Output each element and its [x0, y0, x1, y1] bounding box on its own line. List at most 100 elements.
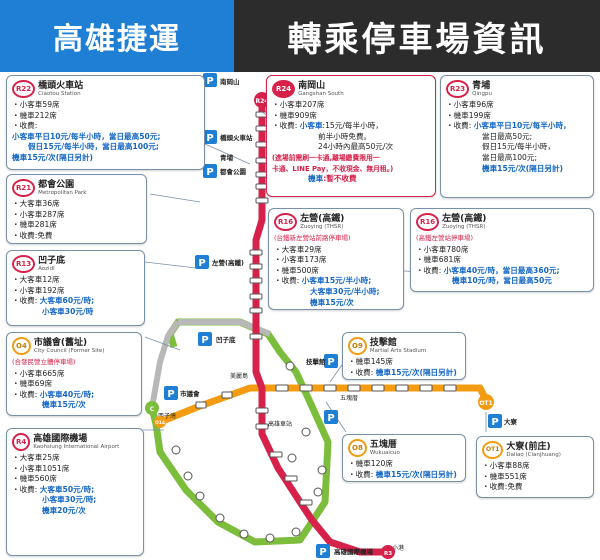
station-name-en: Gangshan South: [298, 91, 344, 97]
info-box-r16-tra: R16 左營(高鐵) Zuoying (THSR) (台鐵新左營站前路停車場) …: [268, 208, 404, 310]
fee-line: ・收費: 小客車40元/時;: [12, 389, 95, 399]
station-name: 南岡山: [298, 81, 326, 91]
spec-line: ・機車145席: [348, 357, 393, 366]
spec-line: ・小客車207席: [272, 100, 325, 109]
svg-text:P: P: [491, 417, 498, 428]
fee-line: ・收費: 大客車50元/時;: [12, 484, 95, 494]
station-label-renwu: 都會公園: [219, 167, 247, 176]
station-name: 左營(高鐵): [300, 214, 345, 224]
info-box-r21: R21 都會公園 Metropolitan Park ・大客車36席 ・小客車2…: [6, 174, 147, 244]
svg-text:R3: R3: [384, 551, 392, 557]
svg-text:P: P: [167, 389, 174, 400]
parking-icon: P: [324, 410, 338, 424]
fee-line: 機車15元/次: [42, 400, 86, 410]
station-label-nanganshan: 南岡山: [220, 77, 240, 86]
station-badge: R4: [12, 433, 31, 451]
info-box-ot1: OT1 大寮(前庄) Daliao (Cianjhuang) ・小客車88席 ・…: [476, 436, 594, 498]
station-marker-icon: C: [145, 401, 159, 415]
station-name: 橋頭火車站: [38, 81, 84, 91]
parking-icon: P: [324, 354, 338, 368]
station-badge: R21: [12, 179, 36, 197]
header-right-title: 轉乘停車場資訊: [234, 0, 600, 72]
station-label-daliao: 大寮: [504, 417, 518, 426]
header-left-title: 高雄捷運: [0, 0, 234, 72]
fee-line: ・收費: 大客車60元/時;: [12, 296, 95, 306]
svg-text:P: P: [327, 413, 334, 424]
fee-line: ・收費: 小客車平日10元/每半小時，: [446, 121, 571, 131]
station-badge: O4: [12, 337, 31, 355]
station-name-en: Aozidi: [38, 266, 55, 272]
station-label-ciaotou: 橋頭火車站: [220, 133, 253, 142]
parking-icon: P: [203, 73, 217, 87]
note-line: 卡通、LINE Pay，不收現金、無月租。): [272, 164, 394, 173]
spec-line: ・小客車88席: [482, 461, 530, 470]
info-box-r16-thsr: R16 左營(高鐵) Zuoying (THSR) (高鐵左營站停車場) ・小客…: [410, 208, 594, 292]
info-box-r23: R23 青埔 Qingpu ・小客車96席 ・機車199席 ・收費: 小客車平日…: [440, 75, 594, 198]
parking-icon: P: [316, 544, 330, 558]
info-box-r13: R13 凹子底 Aozidi ・大客車12席 ・小客車192席 ・收費: 大客車…: [6, 250, 145, 326]
spec-line: ・機車551席: [482, 471, 527, 481]
station-marker-icon: OT1: [478, 394, 494, 410]
fee-line: 機車10元/時，當日最高50元: [452, 276, 552, 286]
info-box-r24: R24 南岡山 Gangshan South ・小客車207席 ・機車909席 …: [266, 75, 436, 197]
fee-line: ・收費: 小客車40元/時，當日最高360元;: [416, 265, 560, 275]
station-subtitle: (高鐵左營站停車場): [416, 234, 474, 242]
circular-line-stations: [171, 361, 327, 543]
spec-line: ・機車560席: [12, 474, 57, 484]
station-label-martial: 技擊館: [306, 357, 326, 366]
fee-line: 機車15元/次(隔日另計): [482, 163, 564, 173]
svg-text:P: P: [206, 76, 213, 87]
station-label-formosa: 美麗島: [230, 372, 248, 380]
spec-line: ・小客車192席: [12, 285, 65, 295]
station-badge: R23: [446, 80, 470, 98]
station-name-en: Kaohsiung International Airport: [33, 444, 120, 450]
spec-line: ・機車681席: [416, 255, 461, 265]
station-name: 凹子底: [38, 256, 66, 266]
fee-line: 大客車30元/半小時;: [310, 286, 380, 296]
station-marker-icon: O14: [154, 416, 166, 428]
parking-icon: P: [203, 130, 217, 144]
fee-line: ・收費: 機車15元/次(隔日另計): [348, 367, 457, 377]
station-name: 都會公園: [38, 180, 75, 190]
parking-icon: P: [198, 332, 212, 346]
svg-text:P: P: [206, 133, 213, 144]
station-label-wukuaicuo: 五塊厝: [340, 394, 358, 402]
spec-line: ・收費:免費: [482, 482, 523, 492]
station-badge: O9: [348, 337, 367, 355]
fee-line: 假日15元/每半小時，當日最高100元;: [28, 142, 159, 152]
station-name-en: Wukuaicuo: [369, 450, 400, 456]
svg-text:OT1: OT1: [479, 400, 492, 407]
station-name: 技擊館: [369, 338, 397, 348]
info-box-o8: O8 五塊厝 Wukuaicuo ・機車120席 ・收費: 機車15元/次(隔日…: [342, 434, 466, 482]
header: 高雄捷運 轉乘停車場資訊: [0, 0, 600, 72]
station-name: 左營(高鐵): [442, 214, 487, 224]
fee-line: ・收費: 機車15元/次(隔日另計): [348, 469, 457, 479]
station-label-city-council: 市議會: [180, 389, 200, 398]
note-line: (進場前需刷一卡通,離場繳費限用一: [272, 153, 380, 162]
svg-text:P: P: [319, 547, 326, 558]
fee-line: 小客車平日10元/每半小時，當日最高50元;: [12, 131, 161, 141]
station-name: 五塊厝: [369, 440, 397, 450]
route-map-graphic: P P P P P P P P P P 南岡山 橋頭火車站 都會公: [143, 73, 518, 559]
spec-line: ・小客車96席: [446, 100, 494, 109]
station-name: 高雄國際機場: [33, 434, 88, 444]
info-box-r4: R4 高雄國際機場 Kaohsiung International Airpor…: [6, 428, 144, 556]
svg-text:P: P: [327, 357, 334, 368]
spec-line: ・機車199席: [446, 110, 491, 120]
svg-text:P: P: [206, 167, 213, 178]
fee-line: 前半小時免費。: [318, 131, 372, 141]
parking-icon: P: [203, 164, 217, 178]
station-name-en: Zuoying (THSR): [442, 224, 486, 230]
station-label-xiaogang: 小港: [392, 544, 404, 552]
info-box-r22: R22 橋頭火車站 Ciaotou Station ・小客車59席 ・機車212…: [6, 75, 205, 170]
station-marker-icon: R3: [381, 545, 395, 559]
station-name-en: Daliao (Cianjhuang): [506, 452, 561, 458]
fee-line: 假日15元/每半小時，: [482, 142, 555, 152]
spec-line: ・小客車665席: [12, 368, 65, 378]
svg-text:P: P: [201, 335, 208, 346]
station-label-airport: 高雄國際機場: [334, 547, 374, 556]
red-line-stations: [249, 111, 313, 506]
svg-text:P: P: [198, 258, 205, 269]
station-name-en: Ciaotou Station: [38, 91, 81, 97]
red-line-path: [252, 100, 388, 556]
